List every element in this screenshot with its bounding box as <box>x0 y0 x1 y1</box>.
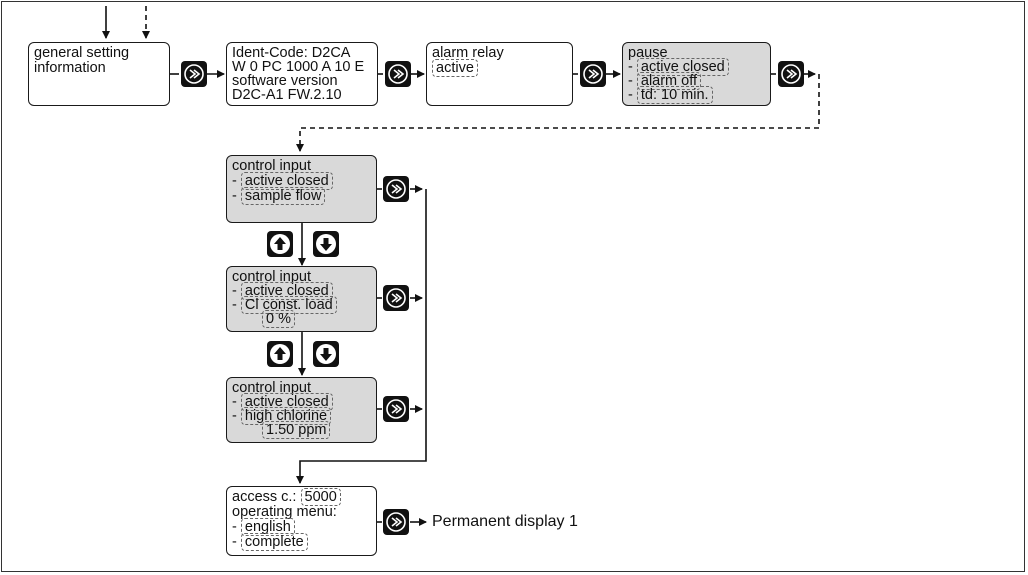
permanent-display-label: Permanent display 1 <box>432 513 578 530</box>
control-input-box-2: control input - active closed - Cl const… <box>226 266 377 332</box>
enter-key-icon[interactable] <box>383 176 409 202</box>
alarm-value[interactable]: active <box>432 59 478 77</box>
control1-title: control input <box>232 158 311 174</box>
pause-value-2[interactable]: alarm off <box>636 72 702 90</box>
control3-value-1[interactable]: active closed <box>240 393 333 411</box>
pause-title: pause <box>628 45 668 61</box>
control1-value-2[interactable]: sample flow <box>240 187 326 205</box>
dash: - <box>232 394 237 410</box>
control2-value-2[interactable]: Cl const. load <box>240 296 337 314</box>
enter-key-icon[interactable] <box>385 61 411 87</box>
dash: - <box>232 173 237 189</box>
dash: - <box>232 534 237 550</box>
access-label: access c.: <box>232 489 297 505</box>
dash: - <box>628 59 633 75</box>
dash: - <box>628 73 633 89</box>
ident-line-1: Ident-Code: D2CA <box>232 45 351 61</box>
ident-code-box: Ident-Code: D2CA W 0 PC 1000 A 10 E soft… <box>226 42 378 106</box>
enter-key-icon[interactable] <box>383 509 409 535</box>
dash: - <box>232 519 237 535</box>
pause-value-1[interactable]: active closed <box>636 58 729 76</box>
up-arrow-key-icon[interactable] <box>267 231 293 257</box>
alarm-relay-box: alarm relay active <box>426 42 573 106</box>
pause-value-3[interactable]: td: 10 min. <box>636 86 713 104</box>
control-input-box-1: control input - active closed - sample f… <box>226 155 377 223</box>
enter-key-icon[interactable] <box>181 61 207 87</box>
ident-line-2: W 0 PC 1000 A 10 E <box>232 59 365 75</box>
general-line-1: general setting <box>34 45 130 61</box>
enter-key-icon[interactable] <box>383 285 409 311</box>
access-code-box: access c.: 5000 operating menu: - englis… <box>226 486 377 556</box>
ident-line-4: D2C-A1 FW.2.10 <box>232 87 342 103</box>
menu-mode-value[interactable]: complete <box>240 533 308 551</box>
enter-key-icon[interactable] <box>580 61 606 87</box>
dash: - <box>232 188 237 204</box>
general-setting-box: general setting information <box>28 42 170 106</box>
language-value[interactable]: english <box>240 518 295 536</box>
access-code-value[interactable]: 5000 <box>300 488 341 506</box>
control-input-box-3: control input - active closed - high chl… <box>226 377 377 443</box>
collector-path <box>296 189 427 484</box>
control3-title: control input <box>232 380 311 396</box>
dashed-return-path <box>296 74 820 152</box>
control2-title: control input <box>232 269 311 285</box>
dash: - <box>232 408 237 424</box>
alarm-title: alarm relay <box>432 45 504 61</box>
control3-value-2[interactable]: high chlorine <box>240 407 332 425</box>
pause-box: pause - active closed - alarm off - td: … <box>622 42 771 106</box>
down-arrow-key-icon[interactable] <box>313 231 339 257</box>
control2-value-1[interactable]: active closed <box>240 282 333 300</box>
ident-line-3: software version <box>232 73 338 89</box>
enter-key-icon[interactable] <box>778 61 804 87</box>
operating-menu-label: operating menu: <box>232 504 337 520</box>
dash: - <box>232 297 237 313</box>
control1-value-1[interactable]: active closed <box>240 172 333 190</box>
dash: - <box>628 87 633 103</box>
down-arrow-key-icon[interactable] <box>313 341 339 367</box>
up-arrow-key-icon[interactable] <box>267 341 293 367</box>
dash: - <box>232 283 237 299</box>
enter-key-icon[interactable] <box>383 396 409 422</box>
control3-value-3[interactable]: 1.50 ppm <box>262 421 331 439</box>
general-line-2: information <box>34 60 106 76</box>
control2-value-3[interactable]: 0 % <box>262 310 295 328</box>
